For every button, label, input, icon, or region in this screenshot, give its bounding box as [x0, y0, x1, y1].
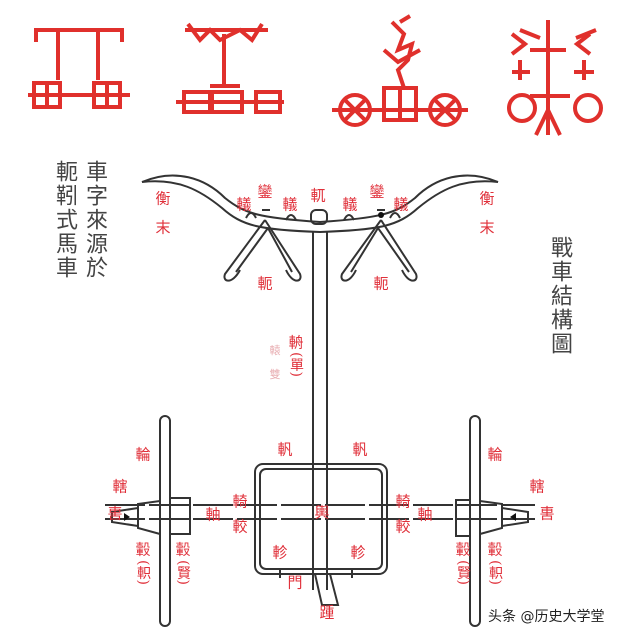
label-zhi: (軹) [135, 560, 151, 585]
label-mo: 末 [479, 218, 495, 237]
seal-glyph-4 [507, 20, 603, 136]
label-heng: 衡 [155, 189, 171, 208]
label-fan: 軓 [352, 440, 368, 459]
label-luan: 鑾 [369, 182, 385, 201]
label-xian: (賢) [455, 560, 471, 585]
label-lun: 輪 [487, 445, 503, 464]
label-yi: 轙 [236, 195, 252, 214]
label-dan: (單) [288, 352, 304, 377]
label-yue: 軏 [310, 186, 326, 205]
label-heng: 衡 [479, 189, 495, 208]
label-axle: 軸 [205, 505, 221, 524]
caption-source-line1: 車字來源於 [82, 160, 107, 280]
label-men: 門 [287, 573, 303, 592]
label-gu: 轂 [487, 540, 503, 559]
label-lun: 輪 [135, 445, 151, 464]
label-gu: 轂 [135, 540, 151, 559]
label-e: 軛 [257, 274, 273, 293]
label-yi: 轙 [393, 195, 409, 214]
chariot-lines [105, 174, 535, 627]
label-yi: 轙 [342, 195, 358, 214]
label-zhen: 軫 [350, 543, 366, 562]
label-xian: (賢) [175, 560, 191, 585]
label-yi-side: 輢 [232, 492, 248, 511]
label-zhong: 踵 [319, 603, 335, 622]
label-yi: 轙 [282, 195, 298, 214]
label-luan: 鑾 [257, 182, 273, 201]
label-wei: 軎 [107, 504, 123, 523]
label-faint-2: 雙 [269, 368, 281, 381]
label-yu: 輿 [314, 503, 330, 522]
label-e: 軛 [373, 274, 389, 293]
watermark: 头条 @历史大学堂 [488, 609, 605, 625]
label-zhen: 軫 [272, 543, 288, 562]
label-fan: 軓 [277, 440, 293, 459]
label-gu: 轂 [455, 540, 471, 559]
label-xia: 轄 [529, 477, 545, 496]
label-xia: 轄 [112, 477, 128, 496]
label-jiao: 較 [232, 517, 248, 536]
seal-glyph-3 [332, 14, 468, 127]
label-axle: 軸 [417, 505, 433, 524]
caption-source-line2: 軛靷式馬車 [52, 160, 77, 280]
label-zhi: (軹) [487, 560, 503, 585]
seal-glyphs [28, 14, 603, 136]
label-gu: 轂 [175, 540, 191, 559]
label-faint-1: 轅 [269, 344, 281, 357]
label-zhou-pole: 輈 [288, 333, 304, 352]
label-yi-side: 輢 [395, 492, 411, 511]
seal-glyph-1 [28, 28, 130, 109]
caption-title: 戰車結構圖 [547, 236, 572, 356]
seal-glyph-2 [176, 22, 284, 114]
label-wei: 軎 [539, 504, 555, 523]
label-jiao: 較 [395, 517, 411, 536]
label-mo: 末 [155, 218, 171, 237]
